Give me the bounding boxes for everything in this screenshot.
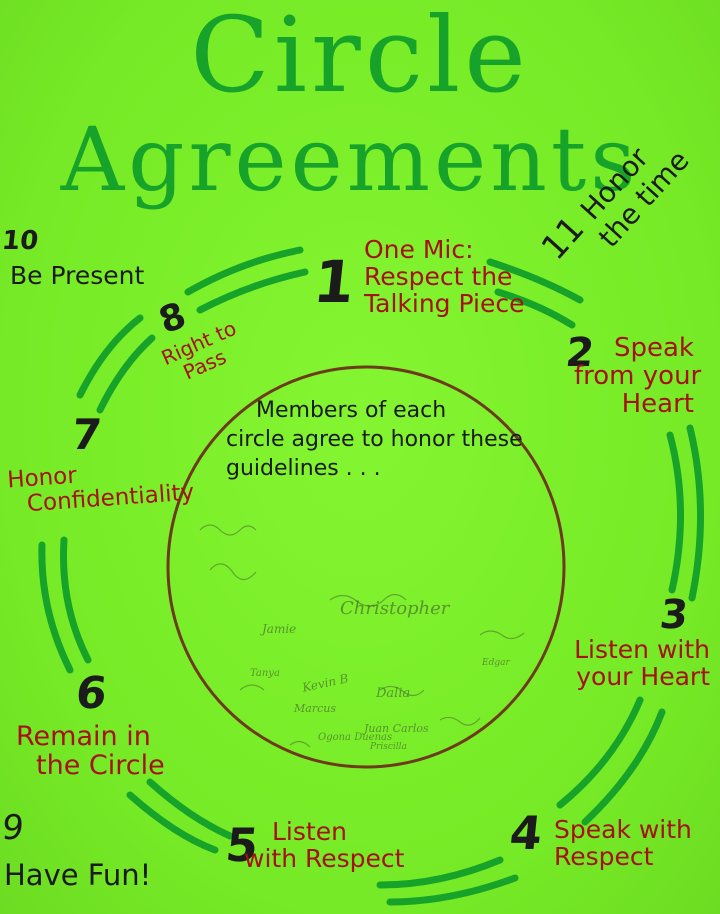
title-line-2: Agreements — [60, 108, 640, 211]
agreement-4-line-2: Respect — [554, 842, 654, 871]
signature-5: Dalia — [376, 686, 411, 701]
agreement-10-line-1: Be Present — [10, 261, 145, 290]
signature-2: Christopher — [340, 598, 450, 619]
center-line-2: circle agree to honor these — [226, 427, 523, 453]
agreement-2-line-1: Speak — [614, 333, 694, 363]
agreement-4-text: Speak with Respect — [554, 816, 692, 870]
agreement-9-line-1: Have Fun! — [4, 858, 152, 892]
agreement-1-text: One Mic: Respect the Talking Piece — [364, 236, 524, 317]
signature-10: Edgar — [482, 658, 510, 668]
agreement-2-line-2: from your — [574, 361, 702, 392]
agreement-4-line-1: Speak with — [554, 815, 692, 844]
signature-4: Tanya — [250, 668, 280, 679]
agreement-4-number: 4 — [507, 806, 545, 860]
agreement-10-text: Be Present — [10, 262, 144, 290]
agreement-9-number: 9 — [0, 808, 26, 848]
center-circle — [166, 365, 566, 769]
agreement-6-line-1: Remain in — [16, 721, 151, 752]
center-line-1: Members of each — [256, 398, 447, 423]
agreement-1-line-1: One Mic: — [364, 235, 474, 264]
agreement-6-text: Remain in the Circle — [16, 722, 165, 780]
signature-7: Ogona Duenas — [318, 732, 393, 743]
agreement-5-line-1: Listen — [272, 817, 347, 846]
agreement-10-number: 10 — [0, 226, 40, 256]
signature-8: Marcus — [294, 702, 336, 715]
center-text: Members of each circle agree to honor th… — [226, 396, 523, 483]
agreement-1-line-2: Respect the — [364, 262, 513, 291]
agreement-3-number: 3 — [657, 592, 691, 638]
signature-1: Jamie — [262, 622, 297, 636]
agreement-9-text: Have Fun! — [4, 858, 152, 892]
signature-9: Priscilla — [370, 742, 407, 752]
agreement-5-text: Listen with Respect — [244, 818, 404, 872]
agreement-7-number: 7 — [69, 410, 104, 459]
agreement-2-line-3: Heart — [621, 389, 694, 420]
center-line-3: guidelines . . . — [226, 456, 381, 482]
agreement-3-line-2: your Heart — [576, 662, 710, 691]
agreement-1-number: 1 — [310, 248, 358, 316]
agreement-3-line-1: Listen with — [574, 635, 710, 664]
agreement-3-text: Listen with your Heart — [556, 636, 710, 690]
agreement-2-text: Speak from your Heart — [574, 333, 702, 420]
agreement-6-number: 6 — [73, 668, 110, 719]
agreement-1-line-3: Talking Piece — [364, 289, 525, 318]
title-line-1: Circle — [190, 0, 530, 116]
signature-6: Juan Carlos — [364, 722, 429, 735]
agreement-6-line-2: the Circle — [36, 750, 165, 782]
agreement-5-line-2: with Respect — [244, 844, 405, 873]
